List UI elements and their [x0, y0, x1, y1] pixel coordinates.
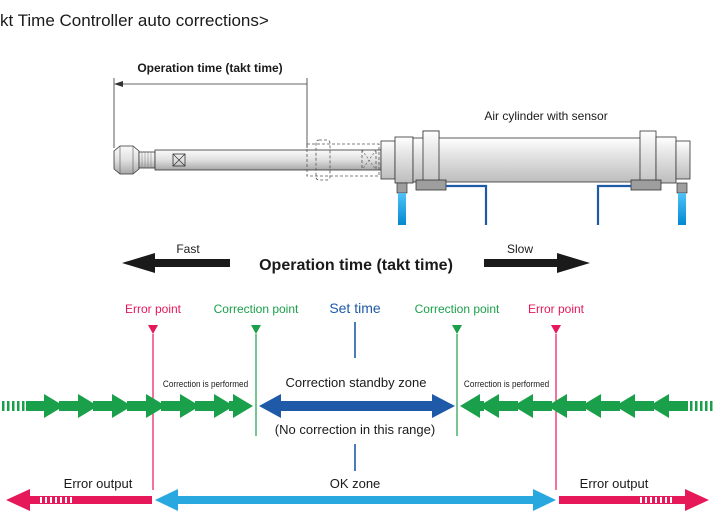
- page-title: kt Time Controller auto corrections>: [0, 11, 269, 30]
- cylinder-label: Air cylinder with sensor: [484, 109, 607, 123]
- correction-performed-right-label: Correction is performed: [464, 378, 549, 389]
- markers: Error point Correction point Set time Co…: [125, 300, 585, 490]
- left-tail-dots: [2, 401, 25, 411]
- cylinder-barrel: [412, 137, 650, 183]
- fast-label: Fast: [176, 242, 200, 256]
- ok-zone-double-arrow-icon: [155, 489, 556, 511]
- correction-performed-left-label: Correction is performed: [163, 378, 248, 389]
- no-correction-note: (No correction in this range): [275, 422, 435, 437]
- air-tube-left: [398, 193, 406, 225]
- correction-point-right-marker-icon: [452, 325, 462, 334]
- left-correction-arrows: [26, 394, 253, 418]
- output-row: Error output OK zone Error output: [6, 476, 709, 511]
- correction-row: Correction is performed Correction stand…: [2, 375, 713, 437]
- operation-time-axis-label: Operation time (takt time): [259, 257, 453, 274]
- piston-rod: [154, 149, 382, 171]
- error-point-right-marker-icon: [551, 325, 561, 334]
- error-point-left-label: Error point: [125, 302, 182, 316]
- rear-cover: [655, 136, 677, 184]
- speed-axis: Fast Slow Operation time (takt time): [122, 242, 590, 274]
- correction-point-right-label: Correction point: [415, 302, 500, 316]
- error-point-left-marker-icon: [148, 325, 158, 334]
- right-correction-arrows: [460, 394, 688, 418]
- sensor-cable-right: [596, 184, 631, 225]
- set-time-label: Set time: [329, 300, 381, 316]
- cylinder-diagram: Operation time (takt time) Air cylinder …: [113, 61, 691, 225]
- ok-zone-label: OK zone: [330, 476, 381, 491]
- error-output-right-label: Error output: [580, 476, 649, 491]
- dimension-arrowhead-icon: [114, 81, 123, 87]
- operation-time-label: Operation time (takt time): [137, 61, 282, 75]
- slow-label: Slow: [507, 242, 533, 256]
- sensor-left-icon: [415, 179, 447, 191]
- standby-zone-label: Correction standby zone: [286, 375, 427, 390]
- arrow-left-icon: [122, 253, 230, 273]
- retracted-position-outline: [306, 143, 380, 177]
- error-output-left-arrow-icon: [6, 489, 152, 511]
- correction-point-left-label: Correction point: [214, 302, 299, 316]
- error-output-left-label: Error output: [64, 476, 133, 491]
- sensor-right-icon: [630, 179, 662, 191]
- rod-end-nut: [113, 145, 140, 175]
- arrow-right-icon: [484, 253, 590, 273]
- standby-zone-double-arrow-icon: [259, 394, 455, 418]
- head-cover: [380, 140, 396, 180]
- error-output-right-arrow-icon: [559, 489, 709, 511]
- error-point-right-label: Error point: [528, 302, 585, 316]
- sensor-cable-left: [446, 184, 488, 225]
- correction-point-left-marker-icon: [251, 325, 261, 334]
- air-tube-right: [678, 193, 686, 225]
- rod-thread: [138, 151, 156, 169]
- right-tail-dots: [690, 401, 713, 411]
